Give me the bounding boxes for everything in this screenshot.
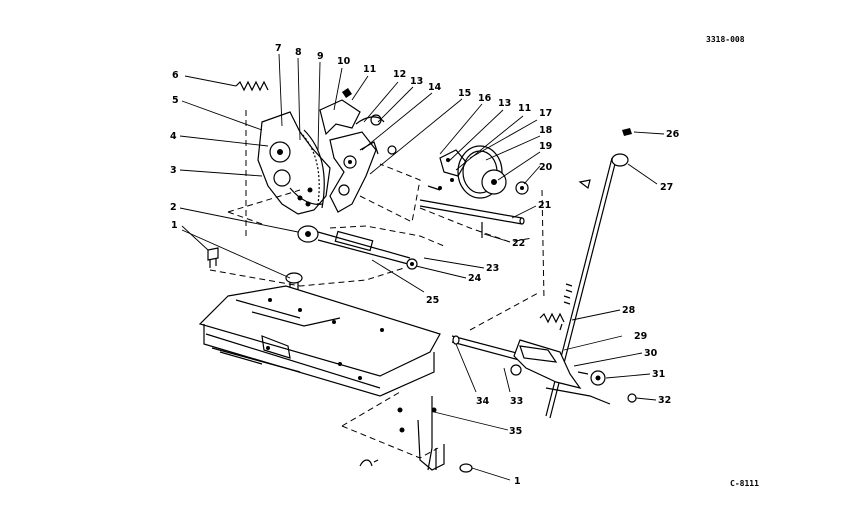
callout-14: 14 (428, 82, 442, 93)
parts-artwork (198, 80, 637, 473)
bottom-linkage (359, 396, 473, 473)
callout-7: 7 (275, 43, 282, 54)
callout-29: 29 (634, 331, 647, 342)
dashed-envelopes (209, 110, 545, 459)
callout-2: 2 (170, 202, 177, 213)
callout-22: 22 (512, 238, 525, 249)
worm-gear-shaft (297, 225, 418, 270)
callout-9: 9 (317, 51, 324, 62)
callout-31: 31 (652, 369, 665, 380)
spring (235, 80, 269, 92)
callout-4: 4 (170, 131, 177, 142)
callout-17: 17 (539, 108, 552, 119)
callout-1: 1 (171, 220, 178, 231)
callout-25: 25 (426, 295, 439, 306)
callout-8: 8 (295, 47, 302, 58)
callout-6: 6 (172, 70, 179, 81)
callout-18: 18 (539, 125, 553, 136)
lever-assembly (510, 312, 637, 405)
callout-15: 15 (458, 88, 471, 99)
callout-10: 10 (337, 56, 351, 67)
callout-19: 19 (539, 141, 552, 152)
base-plate (198, 285, 441, 397)
shaft-upper (419, 199, 525, 225)
callout-32: 32 (658, 395, 671, 406)
callout-3: 3 (170, 165, 177, 176)
callout-11-second: 11 (518, 103, 531, 114)
drawing-number: 3318-008 (706, 35, 745, 44)
callout-21: 21 (538, 200, 551, 211)
callout-1-second: 1 (514, 476, 521, 487)
callout-23: 23 (486, 263, 499, 274)
figure-code: C-8111 (730, 479, 759, 488)
callout-35: 35 (509, 426, 522, 437)
gear-segment (299, 129, 325, 209)
callout-12: 12 (393, 69, 406, 80)
callout-30: 30 (644, 348, 658, 359)
callout-16: 16 (478, 93, 492, 104)
callout-11: 11 (363, 64, 376, 75)
housing-casting (257, 111, 331, 215)
callout-24: 24 (468, 273, 482, 284)
callout-numbers: 6 5 4 3 2 1 7 8 9 10 11 12 13 14 15 16 1… (170, 43, 680, 487)
callout-27: 27 (660, 182, 673, 193)
callout-26: 26 (666, 129, 680, 140)
callout-34: 34 (476, 396, 490, 407)
lever-bracket (319, 88, 397, 213)
callout-5: 5 (172, 95, 179, 106)
callout-28: 28 (622, 305, 636, 316)
callout-33: 33 (510, 396, 523, 407)
callout-13-second: 13 (498, 98, 511, 109)
callout-20: 20 (539, 162, 553, 173)
callout-13: 13 (410, 76, 423, 87)
leader-lines (179, 53, 665, 481)
